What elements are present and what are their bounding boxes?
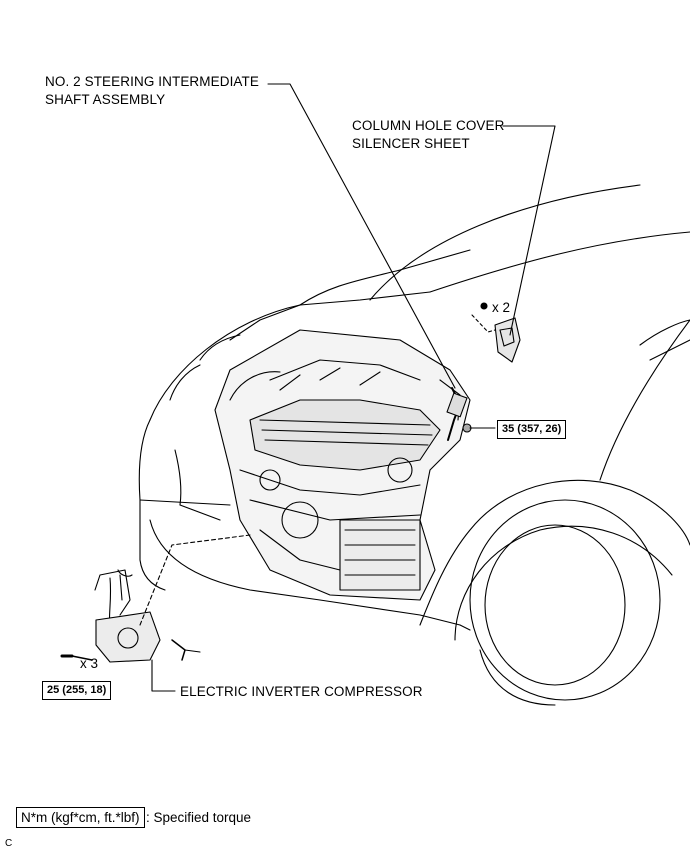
compressor-dashed-guide [139,534,251,626]
shaft-bolt-torque: 35 (357, 26) [497,420,567,439]
torque-unit-legend: N*m (kgf*cm, ft.*lbf) [16,807,145,828]
steering-shaft-label: NO. 2 STEERING INTERMEDIATE SHAFT ASSEMB… [45,73,259,109]
bolt-quantity: x 3 [80,656,99,671]
steering-intermediate-shaft [446,387,472,441]
clip-quantity: x 2 [492,300,511,315]
compressor-label: ELECTRIC INVERTER COMPRESSOR [180,684,423,699]
silencer-sheet-label: COLUMN HOLE COVER SILENCER SHEET [352,117,504,153]
figure-code: C [5,838,13,849]
silencer-sheet-label-line1: COLUMN HOLE COVER [352,118,505,133]
silencer-sheet-label-line2: SILENCER SHEET [352,136,470,151]
steering-shaft-label-line1: NO. 2 STEERING INTERMEDIATE [45,74,259,89]
front-tire [469,499,661,706]
compressor-bolt-torque: 25 (255, 18) [42,681,112,700]
steering-shaft-label-line2: SHAFT ASSEMBLY [45,92,166,107]
leader-lines [151,83,556,692]
torque-legend-description: : Specified torque [146,810,252,825]
silencer-sheet [471,302,521,363]
engine-assembly [214,329,471,601]
compressor-part [60,569,201,663]
car-body-outline [138,184,690,641]
